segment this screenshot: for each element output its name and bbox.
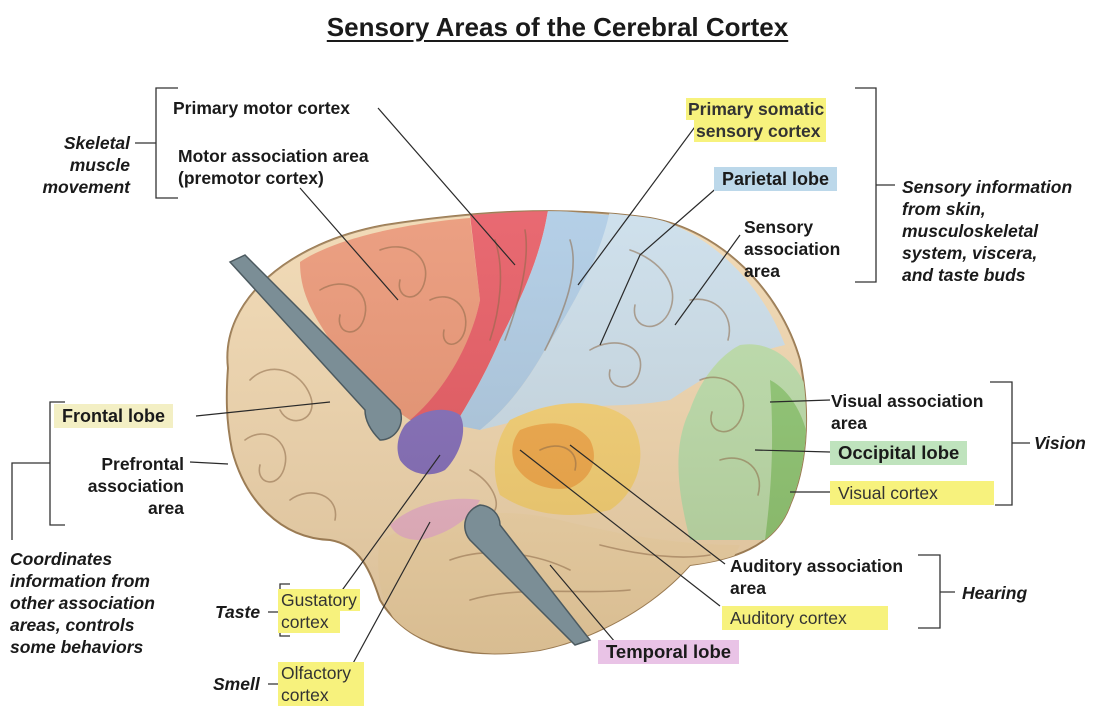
label-olfactory-line2: cortex <box>278 684 364 706</box>
page-title: Sensory Areas of the Cerebral Cortex <box>326 12 789 42</box>
label-coordinates-information: Coordinates information from other assoc… <box>10 548 155 658</box>
label-coordinates-line4: areas, controls <box>10 615 135 635</box>
label-prefrontal-line3: area <box>147 498 184 518</box>
label-sensory-info-line5: and taste buds <box>902 265 1026 285</box>
label-motor-association: Motor association area (premotor cortex) <box>178 145 369 189</box>
label-motor-association-line1: Motor association area <box>178 146 369 166</box>
label-prefrontal-line1: Prefrontal <box>101 454 184 474</box>
label-auditory-association-area: Auditory association area <box>730 555 903 599</box>
label-hearing: Hearing <box>962 583 1028 603</box>
label-coordinates-line5: some behaviors <box>10 637 144 657</box>
label-sensory-assoc-line1: Sensory <box>744 217 814 237</box>
label-parietal-lobe: Parietal lobe <box>714 167 838 191</box>
label-gustatory-line1: Gustatory <box>278 589 360 611</box>
label-auditory-assoc-line1: Auditory association <box>730 556 904 576</box>
label-coordinates-line3: other association <box>10 593 155 613</box>
retractor-upper <box>228 254 402 441</box>
label-olfactory-cortex: Olfactory cortex <box>278 662 364 706</box>
label-temporal-lobe: Temporal lobe <box>598 640 740 664</box>
label-auditory-assoc-line2: area <box>730 578 767 598</box>
label-skeletal-line2: muscle <box>69 155 130 175</box>
retractor-lower <box>464 504 592 646</box>
label-skeletal-muscle-movement: Skeletal muscle movement <box>30 132 130 198</box>
label-sensory-info-line4: system, viscera, <box>902 243 1038 263</box>
label-visual-association-area: Visual association area <box>831 390 983 434</box>
label-prefrontal-association-area: Prefrontal association area <box>60 453 184 519</box>
label-sensory-info-line3: musculoskeletal <box>902 221 1039 241</box>
label-olfactory-line1: Olfactory <box>278 662 364 684</box>
label-prefrontal-line2: association <box>87 476 184 496</box>
label-skeletal-line3: movement <box>42 177 130 197</box>
label-motor-association-line2: (premotor cortex) <box>178 168 324 188</box>
label-gustatory-line2: cortex <box>278 611 340 633</box>
label-visual-cortex: Visual cortex <box>830 481 994 505</box>
label-primary-somatic-line2: sensory cortex <box>694 120 827 142</box>
label-smell: Smell <box>213 674 260 694</box>
label-primary-somatic-line1: Primary somatic <box>686 98 827 120</box>
label-sensory-info-line2: from skin, <box>902 199 986 219</box>
label-sensory-association-area: Sensory association area <box>744 216 840 282</box>
label-sensory-assoc-line2: association <box>744 239 841 259</box>
label-sensory-information: Sensory information from skin, musculosk… <box>902 176 1072 286</box>
label-primary-somatic-sensory-cortex: Primary somatic sensory cortex <box>686 98 827 142</box>
label-coordinates-line2: information from <box>10 571 150 591</box>
label-visual-assoc-line2: area <box>831 413 868 433</box>
label-skeletal-line1: Skeletal <box>63 133 130 153</box>
label-coordinates-line1: Coordinates <box>10 549 113 569</box>
label-auditory-cortex: Auditory cortex <box>722 606 888 630</box>
label-primary-motor-cortex: Primary motor cortex <box>173 98 351 118</box>
label-occipital-lobe: Occipital lobe <box>830 441 968 465</box>
label-vision: Vision <box>1034 433 1086 453</box>
leader-lines <box>189 107 831 679</box>
label-sensory-info-line1: Sensory information <box>902 177 1073 197</box>
label-frontal-lobe: Frontal lobe <box>54 404 173 428</box>
label-gustatory-cortex: Gustatory cortex <box>278 589 360 633</box>
label-sensory-assoc-line3: area <box>744 261 781 281</box>
label-taste: Taste <box>215 602 261 622</box>
label-visual-assoc-line1: Visual association <box>831 391 984 411</box>
